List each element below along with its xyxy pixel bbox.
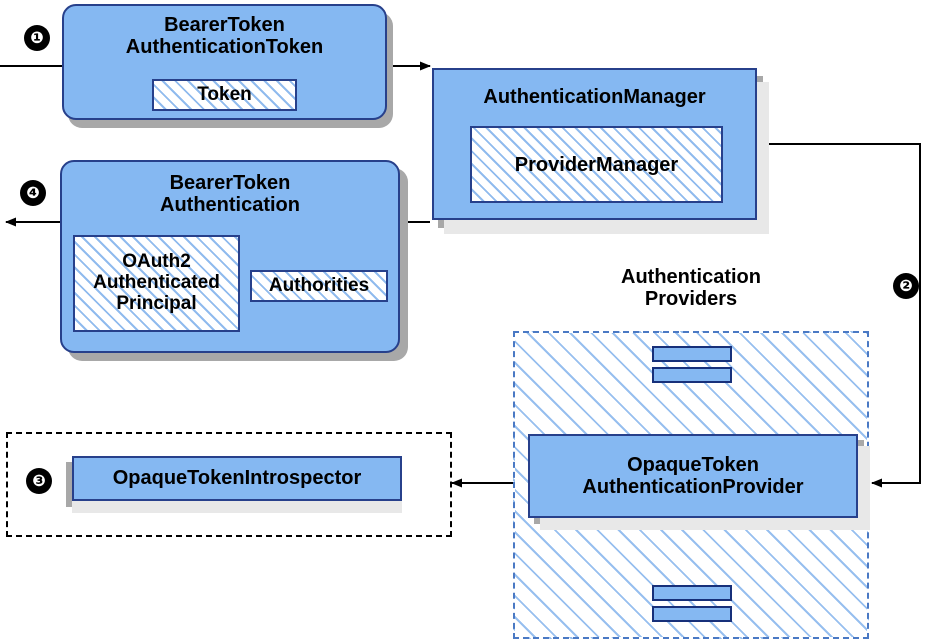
provider-stub-bar-bottom-2 xyxy=(652,606,732,622)
oauth2-authenticated-principal-line1: OAuth2 xyxy=(122,251,191,273)
oauth2-authenticated-principal-box[interactable]: OAuth2 Authenticated Principal xyxy=(73,235,240,332)
token-inner-label: Token xyxy=(197,83,252,105)
opaque-token-authentication-provider-title-line1: OpaqueToken xyxy=(627,453,759,476)
bearer-token-authentication-token-title-line1: BearerToken xyxy=(164,14,285,36)
authorities-label: Authorities xyxy=(268,274,370,296)
authorities-box[interactable]: Authorities xyxy=(250,270,388,302)
step-marker-2: ❷ xyxy=(893,273,919,299)
oauth2-authenticated-principal-line3: Principal xyxy=(116,292,197,314)
step-marker-1: ❶ xyxy=(24,25,50,51)
authentication-providers-caption-line2: Providers xyxy=(644,288,738,311)
authentication-providers-caption: Authentication Providers xyxy=(561,266,821,311)
provider-manager-label: ProviderManager xyxy=(514,153,679,176)
oauth2-authenticated-principal-line2: Authenticated xyxy=(93,272,220,294)
opaque-token-introspector-box[interactable]: OpaqueTokenIntrospector xyxy=(72,456,402,501)
opaque-token-introspector-container xyxy=(6,432,452,537)
authentication-manager-title: AuthenticationManager xyxy=(483,86,706,108)
provider-stub-bar-bottom-1 xyxy=(652,585,732,601)
step-marker-3: ❸ xyxy=(26,468,52,494)
opaque-token-authentication-provider-title-line2: AuthenticationProvider xyxy=(582,476,804,498)
provider-stub-bar-top-1 xyxy=(652,346,732,362)
bearer-token-authentication-title-line2: Authentication xyxy=(160,194,300,217)
provider-stub-bar-top-2 xyxy=(652,367,732,383)
bearer-token-authentication-title-line1: BearerToken xyxy=(169,172,291,194)
opaque-token-authentication-provider-box[interactable]: OpaqueToken AuthenticationProvider xyxy=(528,434,858,518)
token-inner-box[interactable]: Token xyxy=(152,79,297,111)
authentication-providers-caption-line1: Authentication xyxy=(621,266,761,288)
opaque-token-introspector-title: OpaqueTokenIntrospector xyxy=(112,467,362,490)
provider-manager-inner-box[interactable]: ProviderManager xyxy=(470,126,723,203)
step-marker-4: ❹ xyxy=(20,180,46,206)
bearer-token-authentication-token-title-line2: AuthenticationToken xyxy=(125,36,324,59)
